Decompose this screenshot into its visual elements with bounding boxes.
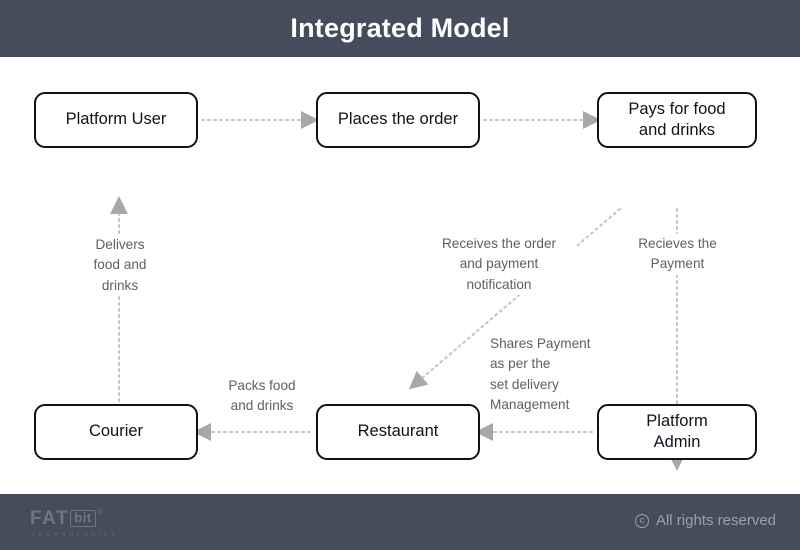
node-restaurant-label: Restaurant: [357, 422, 439, 441]
node-places-the-order-label: Places the order: [337, 110, 459, 129]
node-restaurant[interactable]: Restaurant: [316, 404, 480, 460]
diagram-canvas: Platform User Places the order Pays for …: [0, 57, 800, 494]
logo-mark: FAT bit ®: [30, 507, 103, 529]
registered-trademark-icon: ®: [97, 509, 103, 516]
node-courier[interactable]: Courier: [34, 404, 198, 460]
copyright-icon: c: [634, 513, 649, 528]
node-places-the-order[interactable]: Places the order: [316, 92, 480, 148]
footer-bar: [0, 494, 800, 550]
node-platform-user[interactable]: Platform User: [34, 92, 198, 148]
header-bar: Integrated Model: [0, 0, 800, 57]
copyright-text: All rights reserved: [655, 512, 776, 529]
copyright-notice: c All rights reserved: [634, 512, 776, 529]
connector-pays-to-restaurant: [408, 208, 621, 390]
page-title: Integrated Model: [290, 13, 510, 43]
node-courier-label: Courier: [88, 422, 144, 441]
logo-bit-text: bit: [70, 510, 96, 527]
node-platform-user-label: Platform User: [65, 110, 167, 129]
logo-tagline: TECHNOLOGIES: [32, 531, 119, 538]
logo-fat-text: FAT: [30, 507, 70, 529]
fatbit-logo: FAT bit ® TECHNOLOGIES: [30, 507, 119, 539]
